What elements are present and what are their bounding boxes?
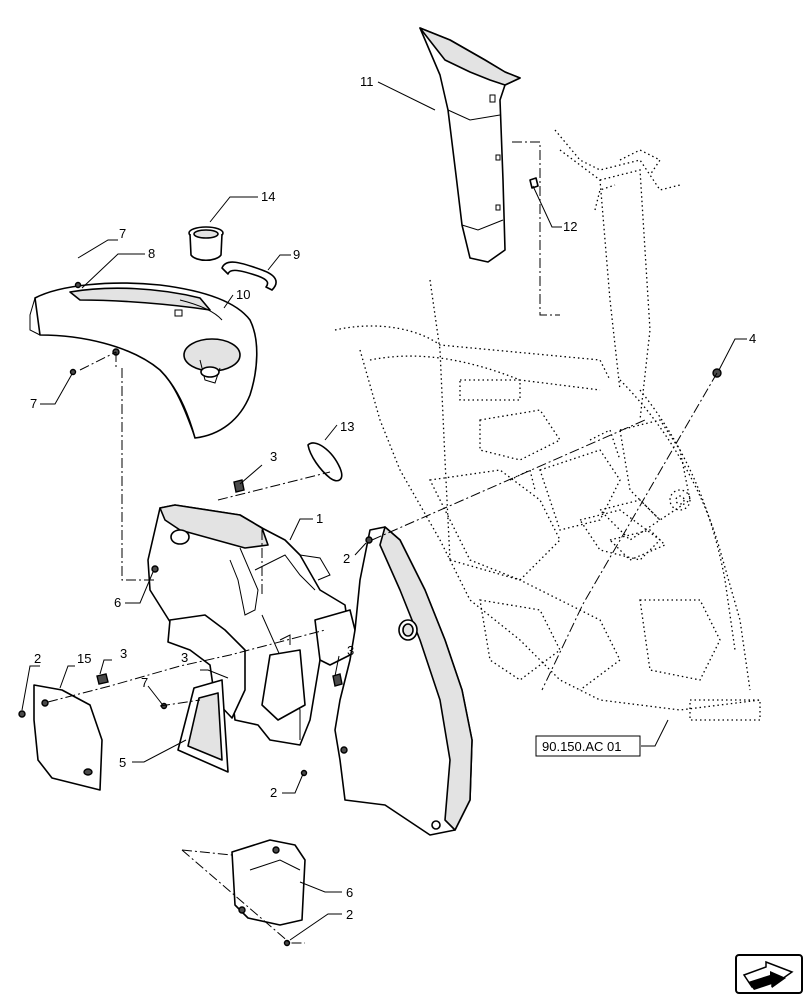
inner-panel-bracket xyxy=(167,614,246,719)
callout-3-center: 3 xyxy=(181,650,188,665)
part-1-inner-side-panel xyxy=(147,504,361,746)
callout-2-mid: 2 xyxy=(343,551,350,566)
callout-2-left: 2 xyxy=(34,651,41,666)
callout-13: 13 xyxy=(340,419,354,434)
reference-label[interactable]: 90.150.AC 01 xyxy=(542,739,622,754)
callout-10: 10 xyxy=(236,287,250,302)
callout-6-mid: 6 xyxy=(114,595,121,610)
part-15-side-cover xyxy=(33,684,103,791)
callout-labels: 11 12 14 9 10 8 7 7 13 3 1 2 6 4 2 15 3 … xyxy=(30,74,756,922)
reference-box[interactable]: 90.150.AC 01 xyxy=(535,735,641,757)
part-12-screw xyxy=(529,177,539,189)
next-page-arrow-icon[interactable] xyxy=(735,954,803,994)
part-9-handle xyxy=(221,261,277,291)
callout-6-lower: 6 xyxy=(346,885,353,900)
callout-3-left: 3 xyxy=(120,646,127,661)
callout-15-label: 15 xyxy=(77,651,91,666)
callout-1: 1 xyxy=(316,511,323,526)
callout-5: 5 xyxy=(119,755,126,770)
callout-4: 4 xyxy=(749,331,756,346)
callout-3-top: 3 xyxy=(270,449,277,464)
callout-9: 9 xyxy=(293,247,300,262)
part-6-cover-plate xyxy=(231,839,306,926)
part-13-grip xyxy=(307,442,343,482)
callout-7-top: 7 xyxy=(119,226,126,241)
callout-2-lower: 2 xyxy=(270,785,277,800)
part-3-clips xyxy=(96,479,343,687)
callout-12: 12 xyxy=(563,219,577,234)
part-8-fender-top-cover xyxy=(29,281,258,439)
part-14-cup-insert xyxy=(188,226,224,262)
callout-11: 11 xyxy=(360,74,374,89)
part-11-pillar-trim xyxy=(419,27,521,263)
centerlines xyxy=(47,141,718,944)
callout-8: 8 xyxy=(148,246,155,261)
callout-7-lower: 7 xyxy=(141,675,148,690)
callout-7-left: 7 xyxy=(30,396,37,411)
callout-3-right: 3 xyxy=(347,643,354,658)
callout-2-bottom: 2 xyxy=(346,907,353,922)
callout-14: 14 xyxy=(261,189,275,204)
leader-lines xyxy=(21,81,747,941)
outer-fender xyxy=(334,526,473,836)
part-5-speaker-grille xyxy=(177,679,229,773)
